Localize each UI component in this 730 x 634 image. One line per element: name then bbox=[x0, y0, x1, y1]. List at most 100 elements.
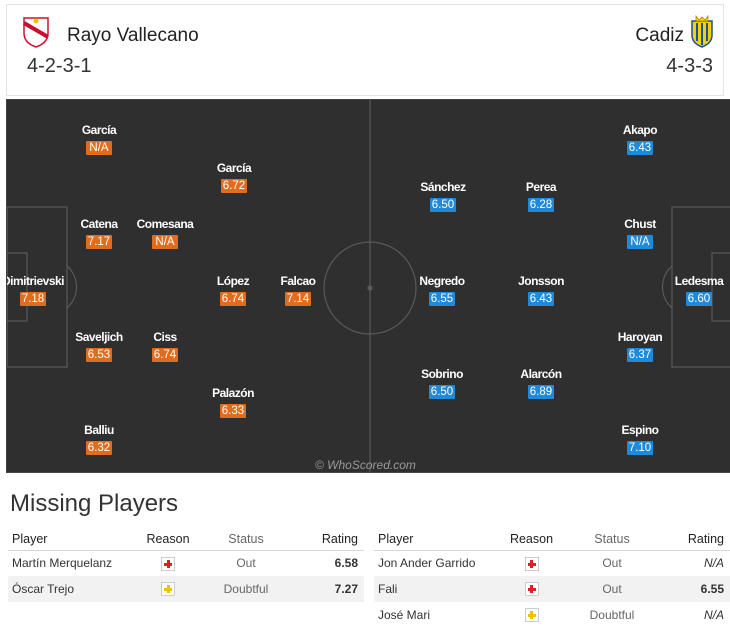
away-player-espino[interactable]: Espino 7.10 bbox=[600, 423, 680, 456]
player-name: Alarcón bbox=[520, 367, 562, 381]
pitch: García N/A García 6.72 Catena 7.17 Comes… bbox=[6, 99, 730, 473]
player-rating: 6.50 bbox=[428, 385, 456, 399]
home-team-name[interactable]: Rayo Vallecano bbox=[67, 25, 199, 46]
player-rating: 6.33 bbox=[219, 404, 247, 418]
missing-player-name[interactable]: José Mari bbox=[378, 608, 431, 622]
player-rating: 6.43 bbox=[626, 141, 654, 155]
player-name: Chust bbox=[624, 217, 656, 231]
home-player-falcao[interactable]: Falcao 7.14 bbox=[258, 274, 338, 307]
missing-rating: 6.55 bbox=[660, 576, 730, 602]
away-player-haroyan[interactable]: Haroyan 6.37 bbox=[600, 330, 680, 363]
player-name: Saveljich bbox=[75, 330, 123, 344]
injury-icon bbox=[524, 556, 539, 571]
missing-rating: N/A bbox=[703, 556, 724, 571]
home-player-catena[interactable]: Catena 7.17 bbox=[59, 217, 139, 250]
missing-status: Out bbox=[236, 556, 256, 571]
home-formation: 4-2-3-1 bbox=[27, 55, 92, 77]
missing-player-name[interactable]: Óscar Trejo bbox=[8, 576, 138, 602]
player-name: Balliu bbox=[84, 423, 114, 437]
home-player-dimitrievski[interactable]: Dimitrievski 7.18 bbox=[6, 274, 73, 307]
missing-rating: 6.58 bbox=[334, 556, 358, 571]
player-name: Sobrino bbox=[421, 367, 463, 381]
player-rating: N/A bbox=[627, 235, 653, 249]
away-player-alarcon[interactable]: Alarcón 6.89 bbox=[501, 367, 581, 400]
away-player-chust[interactable]: Chust N/A bbox=[600, 217, 680, 250]
player-name: Negredo bbox=[419, 274, 465, 288]
player-rating: 6.72 bbox=[220, 179, 248, 193]
table-row: Fali Out 6.55 bbox=[374, 576, 730, 602]
table-row: Óscar Trejo Doubtful 7.27 bbox=[8, 576, 364, 602]
away-team-name[interactable]: Cadiz bbox=[635, 25, 684, 46]
home-player-garcia-fb[interactable]: García N/A bbox=[59, 123, 139, 156]
away-player-negredo[interactable]: Negredo 6.55 bbox=[402, 274, 482, 307]
missing-player-name[interactable]: Jon Ander Garrido bbox=[378, 556, 476, 571]
missing-status: Out bbox=[602, 556, 622, 571]
away-missing-table: Player Reason Status Rating Jon Ander Ga… bbox=[374, 528, 730, 628]
player-name: López bbox=[216, 274, 250, 288]
player-name: García bbox=[81, 123, 117, 137]
player-rating: 7.17 bbox=[85, 235, 113, 249]
cadiz-crest-icon bbox=[687, 14, 717, 49]
player-rating: 6.89 bbox=[527, 385, 555, 399]
player-name: Ciss bbox=[153, 330, 177, 344]
injury-icon bbox=[524, 582, 539, 597]
player-name: Jonsson bbox=[518, 274, 564, 288]
away-player-akapo[interactable]: Akapo 6.43 bbox=[600, 123, 680, 156]
player-name: Haroyan bbox=[617, 330, 663, 344]
player-name: Catena bbox=[80, 217, 118, 231]
player-name: Dimitrievski bbox=[6, 274, 65, 288]
missing-status: Doubtful bbox=[589, 608, 635, 622]
player-rating: 6.60 bbox=[685, 292, 713, 306]
away-formation: 4-3-3 bbox=[666, 55, 713, 77]
missing-players-title: Missing Players bbox=[10, 490, 179, 517]
player-rating: 6.74 bbox=[219, 292, 247, 306]
header-rating: Rating bbox=[294, 528, 364, 551]
player-name: García bbox=[216, 161, 252, 175]
player-name: Ledesma bbox=[674, 274, 724, 288]
header-status: Status bbox=[564, 528, 660, 551]
player-rating: N/A bbox=[152, 235, 178, 249]
header-reason: Reason bbox=[138, 528, 198, 551]
header-status: Status bbox=[198, 528, 294, 551]
player-rating: 7.18 bbox=[19, 292, 47, 306]
player-rating: 6.37 bbox=[626, 348, 654, 362]
away-player-ledesma[interactable]: Ledesma 6.60 bbox=[659, 274, 730, 307]
watermark: © WhoScored.com bbox=[315, 458, 416, 472]
home-player-comesana[interactable]: Comesana N/A bbox=[125, 217, 205, 250]
home-player-garcia-mid[interactable]: García 6.72 bbox=[194, 161, 274, 194]
home-player-ciss[interactable]: Ciss 6.74 bbox=[125, 330, 205, 363]
doubtful-icon bbox=[161, 582, 175, 597]
away-player-sobrino[interactable]: Sobrino 6.50 bbox=[402, 367, 482, 400]
missing-rating: N/A bbox=[703, 608, 724, 622]
player-name: Sánchez bbox=[420, 180, 466, 194]
player-rating: 6.43 bbox=[527, 292, 555, 306]
injury-icon bbox=[161, 556, 175, 571]
player-name: Perea bbox=[525, 180, 557, 194]
home-player-lopez[interactable]: López 6.74 bbox=[193, 274, 273, 307]
player-rating: 7.14 bbox=[284, 292, 312, 306]
player-rating: N/A bbox=[86, 141, 112, 155]
home-player-palazon[interactable]: Palazón 6.33 bbox=[193, 386, 273, 419]
away-player-jonsson[interactable]: Jonsson 6.43 bbox=[501, 274, 581, 307]
missing-player-name[interactable]: Martín Merquelanz bbox=[12, 556, 113, 571]
missing-status: Doubtful bbox=[198, 576, 294, 602]
table-row: Jon Ander Garrido Out N/A bbox=[374, 550, 730, 576]
player-name: Palazón bbox=[212, 386, 254, 400]
player-rating: 6.32 bbox=[85, 441, 113, 455]
header-reason: Reason bbox=[499, 528, 564, 551]
player-rating: 6.55 bbox=[428, 292, 456, 306]
player-rating: 6.74 bbox=[151, 348, 179, 362]
missing-player-name[interactable]: Fali bbox=[374, 576, 499, 602]
player-name: Comesana bbox=[136, 217, 194, 231]
player-name: Espino bbox=[621, 423, 659, 437]
header-player: Player bbox=[374, 528, 499, 551]
player-rating: 6.53 bbox=[85, 348, 113, 362]
away-player-perea[interactable]: Perea 6.28 bbox=[501, 180, 581, 213]
missing-status: Out bbox=[564, 576, 660, 602]
player-name: Akapo bbox=[622, 123, 658, 137]
table-row: Martín Merquelanz Out 6.58 bbox=[8, 550, 364, 576]
home-player-balliu[interactable]: Balliu 6.32 bbox=[59, 423, 139, 456]
home-player-saveljich[interactable]: Saveljich 6.53 bbox=[59, 330, 139, 363]
header-player: Player bbox=[8, 528, 138, 551]
away-player-sanchez[interactable]: Sánchez 6.50 bbox=[403, 180, 483, 213]
